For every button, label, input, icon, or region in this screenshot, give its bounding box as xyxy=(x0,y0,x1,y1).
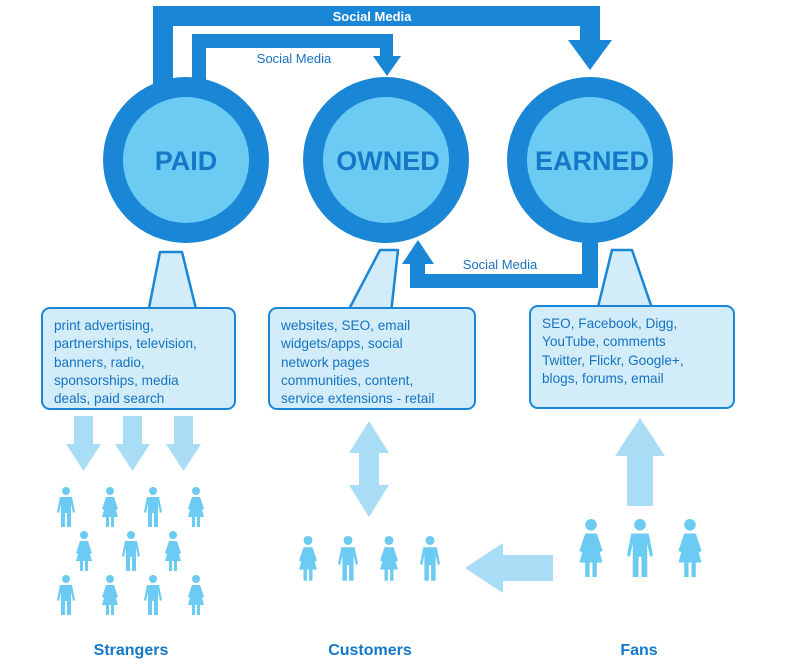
down-arrow-icon xyxy=(166,416,201,471)
person-icon xyxy=(626,519,654,577)
people-icons xyxy=(57,487,702,615)
owned-callout-tail xyxy=(345,248,400,315)
up-arrow-icon xyxy=(615,418,665,506)
person-icon xyxy=(57,575,75,615)
box-line: blogs, forums, email xyxy=(542,370,664,386)
box-line: banners, radio, xyxy=(54,354,145,370)
person-icon xyxy=(144,487,162,527)
person-icon xyxy=(419,536,441,581)
social-media-arrows xyxy=(153,6,612,288)
box-line: service extensions - retail xyxy=(281,391,435,407)
paid-to-earned-arrow xyxy=(153,6,612,102)
earned-channels-box: SEO, Facebook, Digg, YouTube, comments T… xyxy=(529,305,735,409)
person-icon xyxy=(579,519,603,577)
owned-channels-box: websites, SEO, email widgets/apps, socia… xyxy=(268,307,476,410)
flow-arrows xyxy=(66,416,665,593)
person-icon xyxy=(165,531,181,571)
person-icon xyxy=(678,519,702,577)
person-icon xyxy=(122,531,140,571)
person-icon xyxy=(102,487,118,527)
edge-label-paid-to-owned: Social Media xyxy=(257,51,332,66)
paid-channels-box: print advertising, partnerships, televis… xyxy=(41,307,236,410)
circle-label-earned: EARNED xyxy=(535,146,649,176)
up-arrow-icon xyxy=(402,240,434,264)
person-icon xyxy=(57,487,75,527)
box-line: YouTube, comments xyxy=(542,334,666,350)
box-line: websites, SEO, email xyxy=(281,318,411,333)
circle-paid xyxy=(103,77,269,243)
box-line: SEO, Facebook, Digg, xyxy=(542,316,678,331)
person-icon xyxy=(188,575,204,615)
group-label-strangers: Strangers xyxy=(94,642,169,659)
circle-label-owned: OWNED xyxy=(336,146,440,176)
person-icon xyxy=(76,531,92,571)
box-line: partnerships, television, xyxy=(54,336,197,352)
person-icon xyxy=(188,487,204,527)
person-icon xyxy=(144,575,162,615)
earned-callout-tail xyxy=(595,248,655,313)
circle-owned xyxy=(303,77,469,243)
box-line: widgets/apps, social xyxy=(281,336,403,352)
box-line: network pages xyxy=(281,354,370,370)
box-line: sponsorships, media xyxy=(54,372,179,388)
box-line: print advertising, xyxy=(54,318,154,333)
down-arrow-icon xyxy=(115,416,150,471)
circle-label-paid: PAID xyxy=(155,146,218,176)
edge-label-earned-to-owned: Social Media xyxy=(463,257,538,272)
person-icon xyxy=(380,536,398,581)
down-arrow-icon xyxy=(373,56,401,76)
down-arrow-icon xyxy=(568,40,612,70)
box-line: Twitter, Flickr, Google+, xyxy=(542,352,684,368)
group-label-fans: Fans xyxy=(620,642,657,659)
box-line: deals, paid search xyxy=(54,391,165,407)
left-arrow-icon xyxy=(465,543,553,593)
paid-callout-tail xyxy=(146,250,199,315)
down-arrow-icon xyxy=(66,416,101,471)
double-arrow-icon xyxy=(349,421,389,517)
edge-label-paid-to-earned: Social Media xyxy=(333,9,413,24)
person-icon xyxy=(337,536,359,581)
box-line: communities, content, xyxy=(281,372,414,388)
person-icon xyxy=(299,536,317,581)
group-label-customers: Customers xyxy=(328,642,412,659)
person-icon xyxy=(102,575,118,615)
circle-earned xyxy=(507,77,673,243)
strangers-to-paid-arrows xyxy=(66,416,201,471)
callout-tails xyxy=(146,248,655,315)
